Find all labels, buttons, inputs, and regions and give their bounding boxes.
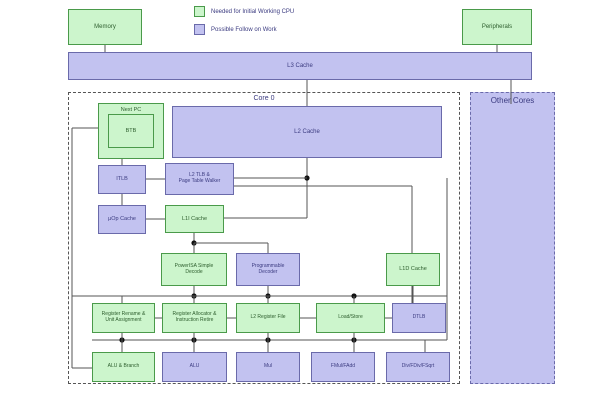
alu-block[interactable]: ALU xyxy=(162,352,227,382)
reg-alloc-line2: Instruction Retire xyxy=(175,317,214,323)
l2-tlb-page-table-walker-block[interactable]: L2 TLB & Page Table Walker xyxy=(165,163,234,195)
legend-swatch-green xyxy=(194,6,205,17)
other-cores-label: Other Cores xyxy=(490,96,535,105)
programmable-decoder-block[interactable]: Programmable Decoder xyxy=(236,253,300,286)
uop-cache-block[interactable]: µOp Cache xyxy=(98,205,146,234)
core0-label: Core 0 xyxy=(253,95,275,102)
legend-item-green: Needed for Initial Working CPU xyxy=(194,6,294,17)
legend-label-green: Needed for Initial Working CPU xyxy=(211,8,295,15)
dtlb-block[interactable]: DTLB xyxy=(392,303,446,333)
btb-block[interactable]: BTB xyxy=(108,114,154,148)
register-allocator-block[interactable]: Register Allocator & Instruction Retire xyxy=(162,303,227,333)
l3-cache-block[interactable]: L3 Cache xyxy=(68,52,532,80)
reg-rename-line2: Unit Assignment xyxy=(105,317,142,323)
l1i-cache-block[interactable]: L1I Cache xyxy=(165,205,224,233)
prog-decoder-line2: Decoder xyxy=(258,268,278,275)
reg-alloc-line1: Register Allocator & xyxy=(172,311,217,318)
load-store-block[interactable]: Load/Store xyxy=(316,303,385,333)
l2-tlb-line1: L2 TLB & xyxy=(189,172,210,179)
legend-swatch-purple xyxy=(194,24,205,35)
memory-block[interactable]: Memory xyxy=(68,9,142,45)
l1d-cache-block[interactable]: L1D Cache xyxy=(386,253,440,286)
powerisa-decode-line1: PowerISA Simple xyxy=(174,262,214,269)
div-fdiv-fsqrt-block[interactable]: Div/FDiv/FSqrt xyxy=(386,352,450,382)
mul-block[interactable]: Mul xyxy=(236,352,300,382)
reg-rename-line1: Register Rename & xyxy=(101,311,146,318)
register-rename-block[interactable]: Register Rename & Unit Assignment xyxy=(92,303,155,333)
l2-register-file-block[interactable]: L2 Register File xyxy=(236,303,300,333)
powerisa-decode-line2: Decode xyxy=(185,268,203,275)
fmul-fadd-block[interactable]: FMul/FAdd xyxy=(311,352,375,382)
peripherals-block[interactable]: Peripherals xyxy=(462,9,532,45)
powerisa-simple-decode-block[interactable]: PowerISA Simple Decode xyxy=(161,253,227,286)
l2-tlb-line2: Page Table Walker xyxy=(178,178,221,184)
l2-cache-block[interactable]: L2 Cache xyxy=(172,106,442,158)
next-pc-label: Next PC xyxy=(120,107,142,113)
core0-group xyxy=(68,92,460,384)
alu-branch-block[interactable]: ALU & Branch xyxy=(92,352,155,382)
legend-item-purple: Possible Follow on Work xyxy=(194,24,277,35)
legend-label-purple: Possible Follow on Work xyxy=(211,26,277,33)
other-cores-group xyxy=(470,92,555,384)
prog-decoder-line1: Programmable xyxy=(251,262,285,269)
itlb-block[interactable]: ITLB xyxy=(98,165,146,194)
